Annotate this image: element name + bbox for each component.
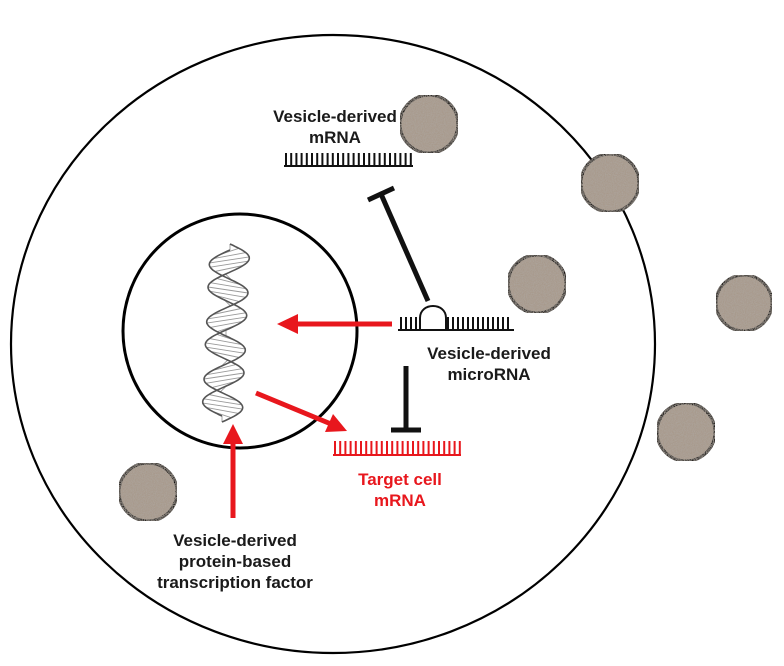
vesicle-icon [506, 253, 568, 315]
inhibition-arrow-target [391, 366, 421, 433]
vesicle-icon [655, 401, 717, 463]
cell-membrane [9, 33, 657, 655]
vesicle-icon [398, 93, 460, 155]
vesicle-icon [117, 461, 179, 523]
arrow-tf-to-dna [223, 424, 243, 518]
dna-helix-icon [201, 243, 251, 423]
vesicle-icon [714, 273, 774, 333]
arrow-mirna-to-nucleus [277, 314, 392, 334]
target-mrna-label: Target cell mRNA [358, 470, 442, 510]
vesicle-icon [579, 152, 641, 214]
nucleus [121, 212, 359, 450]
arrow-dna-to-target [255, 390, 347, 432]
microrna-hairpin [398, 305, 514, 331]
vesicle-microrna-label: Vesicle-derived microRNA [427, 344, 551, 384]
vesicle-mrna-strand [284, 153, 413, 167]
target-mrna-strand [333, 441, 461, 456]
vesicle-mrna-label: Vesicle-derived mRNA [273, 107, 397, 147]
inhibition-arrow-mrna [366, 185, 431, 303]
transcription-factor-label: Vesicle-derived protein-based transcript… [157, 531, 313, 592]
